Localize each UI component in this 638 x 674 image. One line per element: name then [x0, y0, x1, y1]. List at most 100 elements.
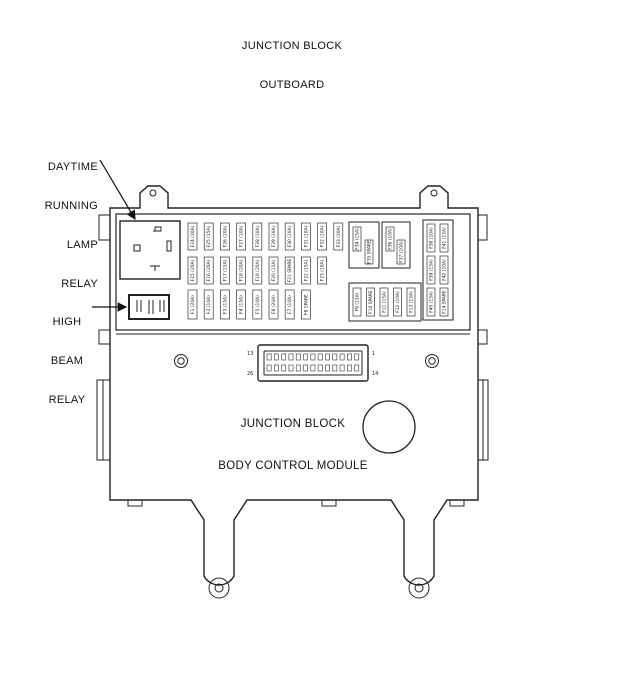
fuse-r3-0: [187, 289, 198, 320]
fuse-r1-4: [252, 222, 263, 251]
bcm-label: JUNCTION BLOCK BODY CONTROL MODULE: [210, 389, 376, 487]
fuse-mb4: [406, 287, 416, 317]
fuse-label: F3 (15A): [222, 295, 228, 314]
fuse-label: F26 (20A): [222, 225, 228, 247]
fuse-r1-0: [187, 222, 198, 251]
fuse-r3-3: [236, 289, 246, 320]
fuse-label: F8 SPARE: [303, 294, 309, 315]
fuse-label: F20 (15A): [271, 259, 277, 281]
pin-label-26: 26: [247, 371, 253, 377]
fuse-label: F1 (20A): [190, 295, 196, 314]
fuse-r2-6: [284, 256, 295, 285]
fuse-rc1-2: [426, 287, 436, 317]
fuse-label: F2 (10A): [206, 295, 212, 314]
fuse-label: F22 (15A): [303, 259, 309, 281]
fuse-r3-2: [220, 289, 230, 320]
connector-pin: [303, 364, 308, 372]
pin-label-13: 13: [247, 351, 253, 357]
fuse-label: F14 SPARE: [442, 290, 448, 314]
connector-pin: [295, 364, 301, 372]
fuse-r3-1: [203, 289, 214, 320]
fuse-mb1: [366, 287, 375, 317]
fuse-label: F11 (15A): [382, 291, 388, 313]
fuse-label: F32 (10A): [320, 225, 326, 247]
bcm-line-2: BODY CONTROL MODULE: [218, 460, 368, 472]
fuse-label: F21 SPARE: [287, 259, 293, 283]
connector-pin: [339, 364, 345, 372]
connector-pin: [325, 364, 330, 372]
fuse-rc1-0: [426, 223, 436, 253]
mount-hole-right: [425, 354, 439, 368]
drl-line-2: RUNNING: [44, 200, 98, 212]
bcm-connector: [257, 344, 369, 382]
fuse-label: F38 (10A): [429, 227, 435, 249]
mount-hole-left: [174, 354, 188, 368]
fuse-r2-1: [203, 256, 214, 285]
drl-relay: [119, 220, 181, 280]
fuse-r2-0: [187, 256, 198, 285]
connector-pin: [310, 364, 316, 372]
fuse-label: F29 (10A): [271, 225, 277, 247]
fuse-mt0: [352, 226, 362, 252]
fuse-mt3: [396, 239, 406, 265]
fuse-r1-8: [317, 222, 327, 251]
fuse-label: F12 (10A): [395, 291, 401, 313]
fuse-label: F10 SPARE: [368, 290, 374, 314]
fuse-label: F37 (10A): [399, 241, 405, 263]
connector-pin: [273, 364, 279, 372]
title-line-2: OUTBOARD: [259, 79, 325, 91]
drl-relay-label: DAYTIME RUNNING LAMP RELAY: [28, 135, 98, 304]
fuse-label: F15 (20A): [190, 259, 196, 281]
connector-pin: [310, 353, 316, 361]
connector-pin: [332, 364, 338, 372]
fuse-label: F35 SPARE: [367, 240, 373, 264]
drl-callout-arrow: [99, 159, 136, 221]
connector-pin: [288, 364, 294, 372]
fuse-r1-9: [333, 222, 344, 251]
fuse-r3-6: [284, 289, 295, 320]
fuse-r2-3: [236, 256, 246, 285]
fuse-label: F19 (20A): [255, 259, 261, 281]
hb-line-3: RELAY: [48, 394, 86, 406]
fuse-r3-7: [301, 289, 311, 320]
connector-pin: [354, 353, 360, 361]
round-port: [362, 400, 416, 454]
fuse-label: F13 (15A): [409, 291, 415, 313]
fuse-mt1: [364, 239, 374, 265]
connector-pin: [295, 353, 301, 361]
fuse-rc2-1: [439, 255, 449, 285]
fuse-r2-4: [252, 256, 263, 285]
drl-line-4: RELAY: [61, 278, 98, 290]
connector-pin: [354, 364, 360, 372]
hb-line-2: BEAM: [50, 355, 84, 367]
connector-pin: [266, 353, 272, 361]
fuse-panel: [115, 213, 471, 331]
bcm-line-1: JUNCTION BLOCK: [240, 418, 346, 430]
fuse-label: F39 (15A): [429, 259, 435, 281]
drl-line-1: DAYTIME: [47, 161, 98, 173]
housing-outline: [109, 185, 479, 586]
fuse-label: F34 (15A): [355, 228, 361, 250]
fuse-mb0: [352, 287, 362, 317]
fuse-label: F18 (20A): [239, 259, 245, 281]
fuse-mt2: [385, 226, 395, 252]
hb-line-1: HIGH: [52, 316, 82, 328]
fuse-label: F5 (10A): [255, 295, 261, 314]
fuse-r1-7: [301, 222, 311, 251]
fuse-r2-2: [220, 256, 230, 285]
fuse-rc2-0: [439, 223, 449, 253]
connector-pin: [325, 353, 330, 361]
connector-pin: [266, 364, 272, 372]
fuse-label: F16 (20A): [206, 259, 212, 281]
fuse-mb2: [379, 287, 389, 317]
fuse-r2-7: [301, 256, 311, 285]
fuse-r3-5: [268, 289, 279, 320]
fuse-r1-1: [203, 222, 214, 251]
fuse-r1-3: [236, 222, 246, 251]
fuse-r3-4: [252, 289, 263, 320]
connector-pin: [281, 364, 287, 372]
fuse-label: F40 (15A): [429, 291, 435, 313]
fuse-r1-6: [284, 222, 295, 251]
pin-label-14: 14: [372, 371, 378, 377]
